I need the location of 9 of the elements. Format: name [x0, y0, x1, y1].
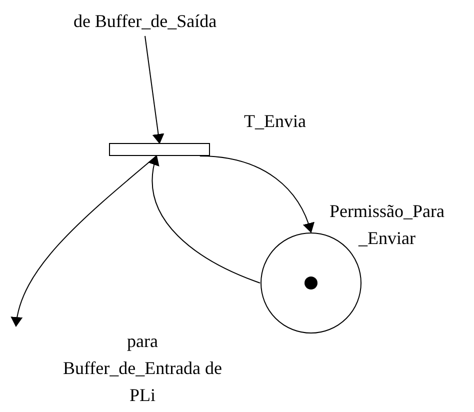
- arrow: [148, 155, 260, 284]
- arrow: [199, 156, 314, 233]
- text-label: de Buffer_de_Saída: [40, 6, 250, 36]
- transition-bar: [109, 143, 210, 156]
- node-caption: Permissão_Para _Enviar: [328, 200, 446, 250]
- node-caption: T_Envia: [243, 110, 307, 133]
- arrow: [11, 156, 157, 327]
- text-label: para Buffer_de_Entrada de PLi: [62, 330, 224, 407]
- arrow: [144, 36, 164, 144]
